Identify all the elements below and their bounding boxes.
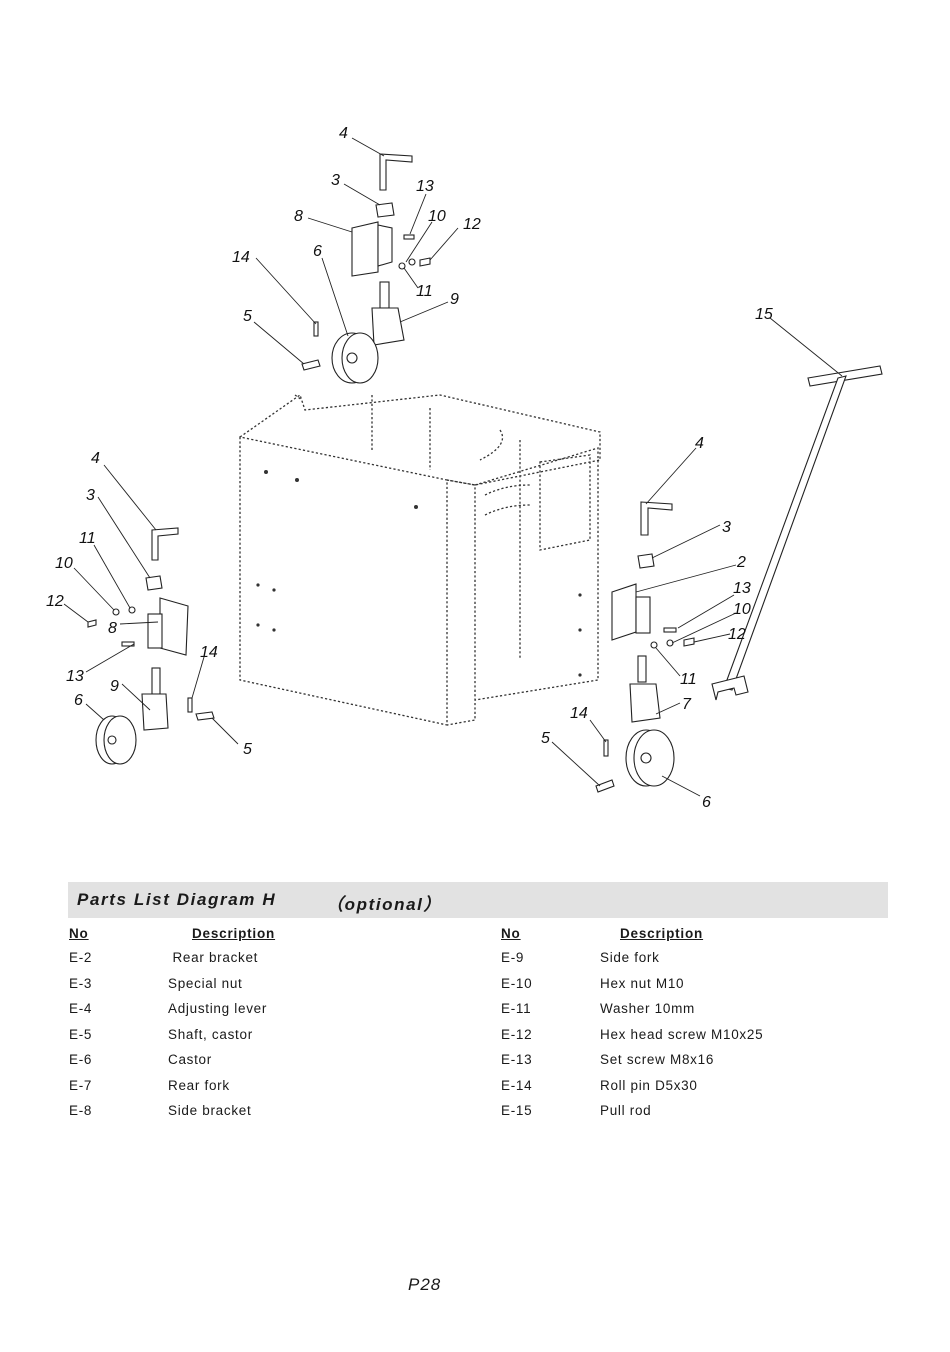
callout: 14 — [232, 249, 250, 266]
callout: 14 — [570, 705, 588, 722]
part-desc: Pull rod — [600, 1103, 652, 1118]
callout: 10 — [55, 555, 73, 572]
parts-list-title: Parts List Diagram H — [77, 890, 277, 909]
callout: 10 — [733, 601, 751, 618]
part-no: E-3 — [69, 976, 93, 991]
callout: 12 — [728, 626, 746, 643]
callout: 11 — [680, 671, 697, 688]
callout: 13 — [733, 580, 751, 597]
callout: 5 — [243, 741, 252, 758]
part-desc: Rear bracket — [168, 950, 259, 965]
part-no: E-13 — [501, 1052, 533, 1067]
part-desc: Side bracket — [168, 1103, 252, 1118]
part-no: E-14 — [501, 1078, 533, 1093]
callout: 12 — [463, 216, 481, 233]
part-no: E-8 — [69, 1103, 93, 1118]
part-no: E-5 — [69, 1027, 93, 1042]
callout: 3 — [722, 519, 731, 536]
callout: 6 — [313, 243, 322, 260]
callout: 2 — [736, 554, 746, 571]
leader-lines — [63, 137, 843, 797]
callout: 5 — [243, 308, 252, 325]
callout: 6 — [702, 794, 711, 811]
part-no: E-12 — [501, 1027, 533, 1042]
callout: 7 — [682, 696, 692, 713]
exploded-diagram: 4 3 13 10 12 8 6 14 11 9 5 15 4 3 11 10 … — [46, 125, 883, 811]
part-no: E-11 — [501, 1001, 532, 1016]
part-no: E-10 — [501, 976, 533, 991]
part-desc: Castor — [168, 1052, 212, 1067]
callout: 11 — [416, 283, 433, 300]
parts-list-subtitle: （optional） — [326, 895, 443, 914]
callout: 3 — [86, 487, 95, 504]
left-col-no-header: No — [69, 926, 89, 941]
pull-rod — [711, 365, 883, 701]
callout: 6 — [74, 692, 83, 709]
left-castor-assembly — [87, 527, 215, 765]
part-desc: Hex head screw M10x25 — [600, 1027, 764, 1042]
callout: 4 — [695, 435, 704, 452]
callout: 3 — [331, 172, 340, 189]
part-desc: Adjusting lever — [168, 1001, 268, 1016]
callout-labels: 4 3 13 10 12 8 6 14 11 9 5 15 4 3 11 10 … — [46, 125, 773, 811]
callout: 12 — [46, 593, 64, 610]
callout: 8 — [108, 620, 117, 637]
part-no: E-4 — [69, 1001, 93, 1016]
callout: 4 — [91, 450, 100, 467]
right-col-desc-header: Description — [620, 926, 704, 941]
part-no: E-7 — [69, 1078, 93, 1093]
callout: 4 — [339, 125, 348, 142]
left-col-desc-header: Description — [192, 926, 276, 941]
part-no: E-9 — [501, 950, 525, 965]
callout: 13 — [66, 668, 84, 685]
cabinet-body — [239, 393, 601, 726]
right-col-no-header: No — [501, 926, 521, 941]
part-desc: Shaft, castor — [168, 1027, 253, 1042]
part-desc: Special nut — [168, 976, 243, 991]
part-desc: Rear fork — [168, 1078, 230, 1093]
part-desc: Roll pin D5x30 — [600, 1078, 698, 1093]
callout: 14 — [200, 644, 218, 661]
part-desc: Hex nut M10 — [600, 976, 685, 991]
callout: 9 — [110, 678, 119, 695]
part-no: E-15 — [501, 1103, 533, 1118]
part-desc: Side fork — [600, 950, 660, 965]
parts-list-title-bar: Parts List Diagram H （optional） — [68, 882, 888, 918]
top-castor-assembly — [301, 153, 431, 384]
part-desc: Set screw M8x16 — [600, 1052, 715, 1067]
callout: 11 — [79, 530, 96, 547]
part-desc: Washer 10mm — [600, 1001, 695, 1016]
callout: 9 — [450, 291, 459, 308]
callout: 5 — [541, 730, 550, 747]
page-number: P28 — [408, 1275, 442, 1294]
part-no: E-2 — [69, 950, 93, 965]
callout: 10 — [428, 208, 446, 225]
part-no: E-6 — [69, 1052, 93, 1067]
callout: 8 — [294, 208, 303, 225]
right-castor-assembly — [595, 501, 695, 793]
callout: 13 — [416, 178, 434, 195]
callout: 15 — [755, 306, 773, 323]
